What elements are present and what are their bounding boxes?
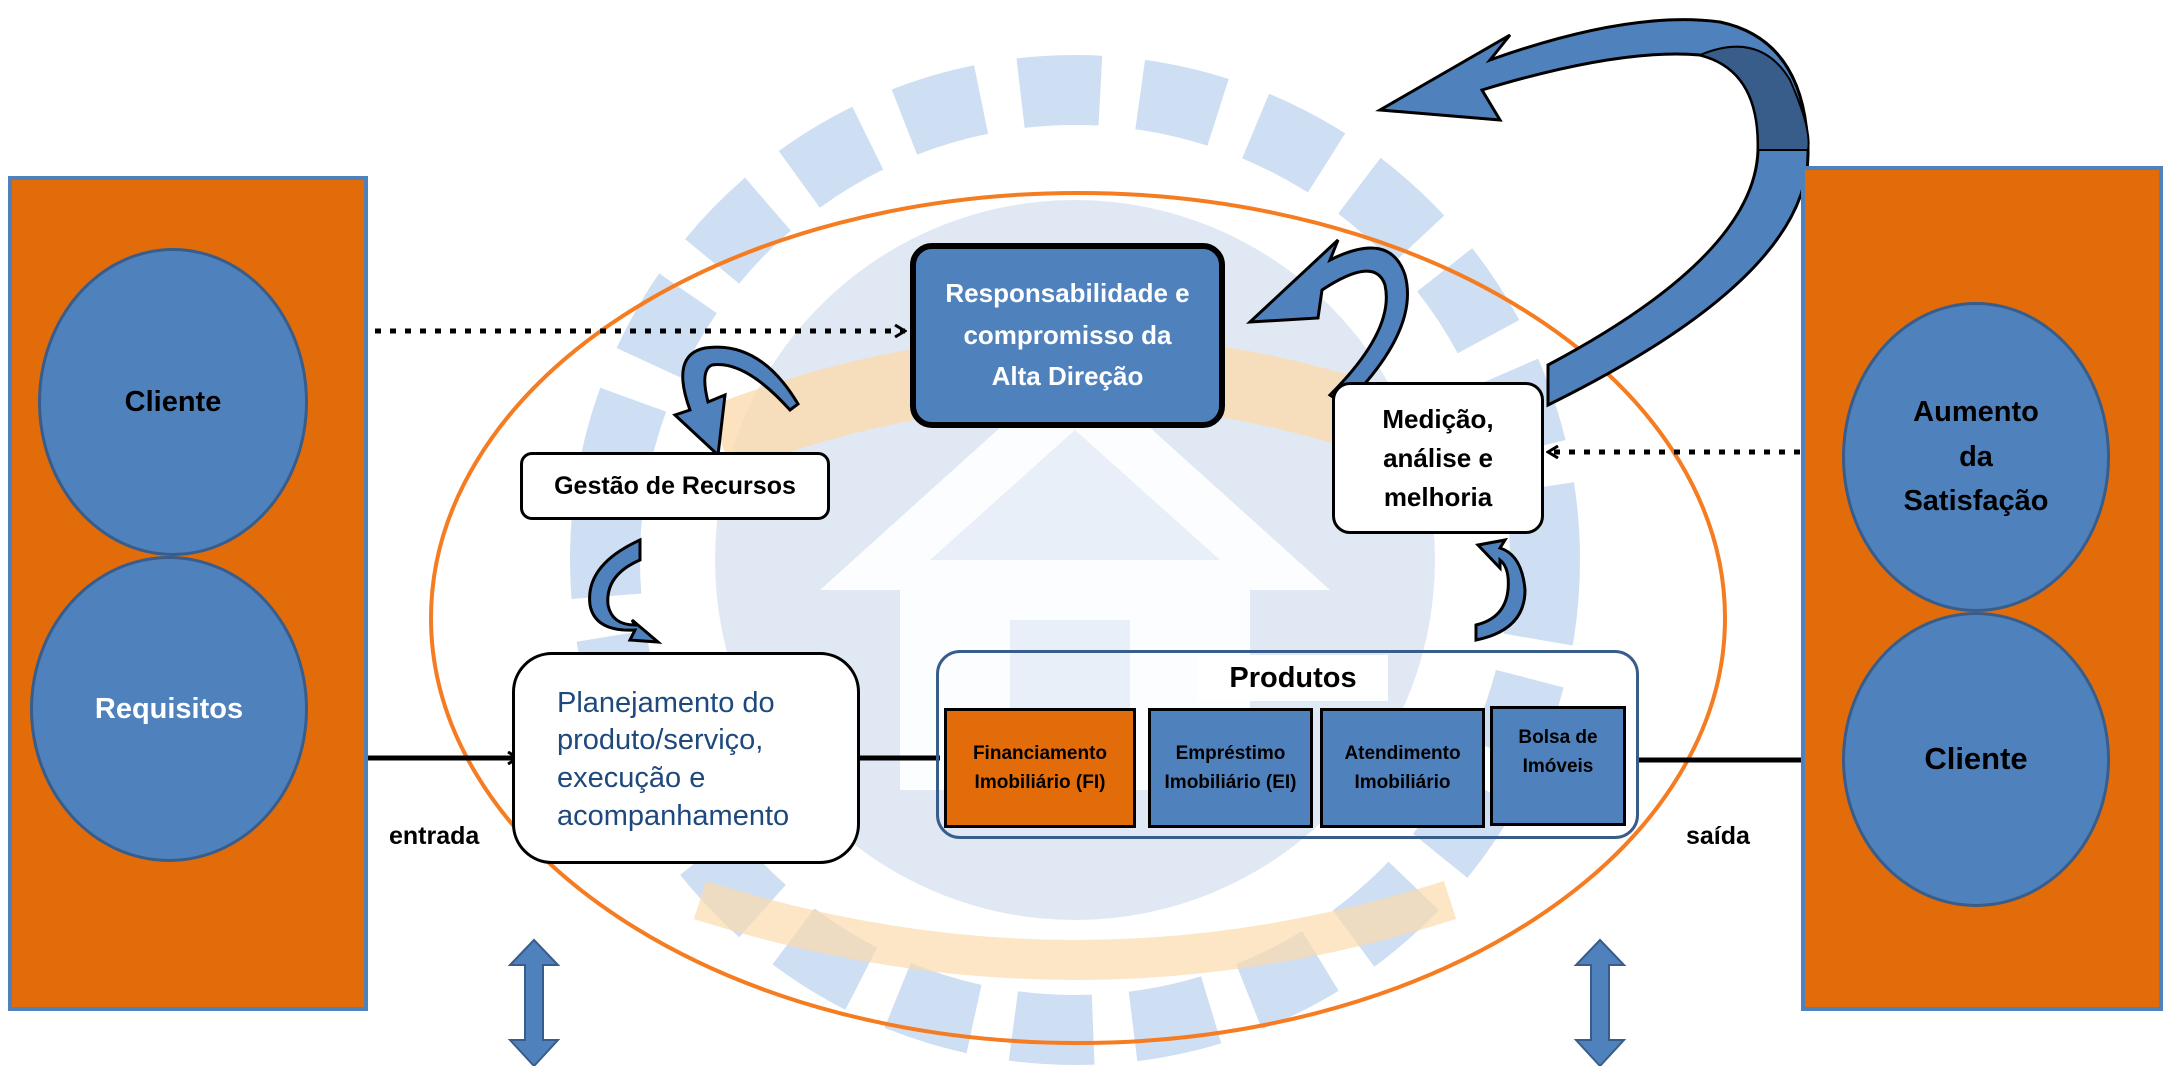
- curved-arrow-leadership-resources: [672, 345, 800, 459]
- products-title-label: Produtos: [1229, 661, 1357, 694]
- client-circle-left: Cliente: [38, 248, 308, 556]
- satisfaction-circle: Aumento da Satisfação: [1842, 302, 2110, 612]
- product-bolsa: Bolsa de Imóveis: [1490, 706, 1626, 826]
- resources-box: Gestão de Recursos: [520, 452, 830, 520]
- curved-arrow-products-measurement: [1474, 537, 1527, 642]
- leadership-label: Responsabilidade e compromisso da Alta D…: [945, 278, 1190, 392]
- planning-box: Planejamento do produto/serviço, execuçã…: [512, 652, 860, 864]
- product-atendimento-label: Atendimento Imobiliário: [1344, 742, 1461, 793]
- satisfaction-line-1: Aumento: [1913, 395, 2039, 428]
- requirements-circle: Requisitos: [30, 556, 308, 862]
- leadership-box: Responsabilidade e compromisso da Alta D…: [910, 243, 1225, 428]
- measurement-box: Medição, análise e melhoria: [1332, 382, 1544, 534]
- satisfaction-line-3: Satisfação: [1903, 485, 2049, 518]
- client-circle-right: Cliente: [1842, 612, 2110, 907]
- satisfaction-line-2: da: [1959, 440, 1993, 473]
- product-fi-label: Financiamento Imobiliário (FI): [972, 742, 1108, 793]
- requirements-label: Requisitos: [94, 692, 244, 725]
- watermark-logo: [570, 55, 1580, 1065]
- product-atendimento: Atendimento Imobiliário: [1320, 708, 1485, 828]
- feedback-loop-arrow: [1375, 18, 1810, 408]
- measurement-label: Medição, análise e melhoria: [1382, 403, 1494, 512]
- bottom-left-double-arrow: [507, 938, 561, 1066]
- client-label-right: Cliente: [1924, 741, 2028, 777]
- bottom-right-double-arrow: [1573, 938, 1627, 1066]
- product-bolsa-label: Bolsa de Imóveis: [1518, 727, 1598, 778]
- process-ellipse: [429, 191, 1727, 1045]
- curved-arrow-resources-planning: [588, 537, 663, 644]
- products-title: Produtos: [1198, 655, 1388, 701]
- input-label: entrada: [389, 822, 480, 850]
- curved-arrow-measurement-leadership: [1245, 238, 1409, 407]
- product-ei: Empréstimo Imobiliário (EI): [1148, 708, 1313, 828]
- client-label-left: Cliente: [124, 385, 222, 418]
- products-container: [936, 650, 1639, 839]
- planning-label: Planejamento do produto/serviço, execuçã…: [557, 686, 790, 832]
- output-label: saída: [1686, 822, 1750, 850]
- product-fi: Financiamento Imobiliário (FI): [944, 708, 1136, 828]
- resources-label: Gestão de Recursos: [554, 471, 796, 500]
- product-ei-label: Empréstimo Imobiliário (EI): [1164, 742, 1297, 793]
